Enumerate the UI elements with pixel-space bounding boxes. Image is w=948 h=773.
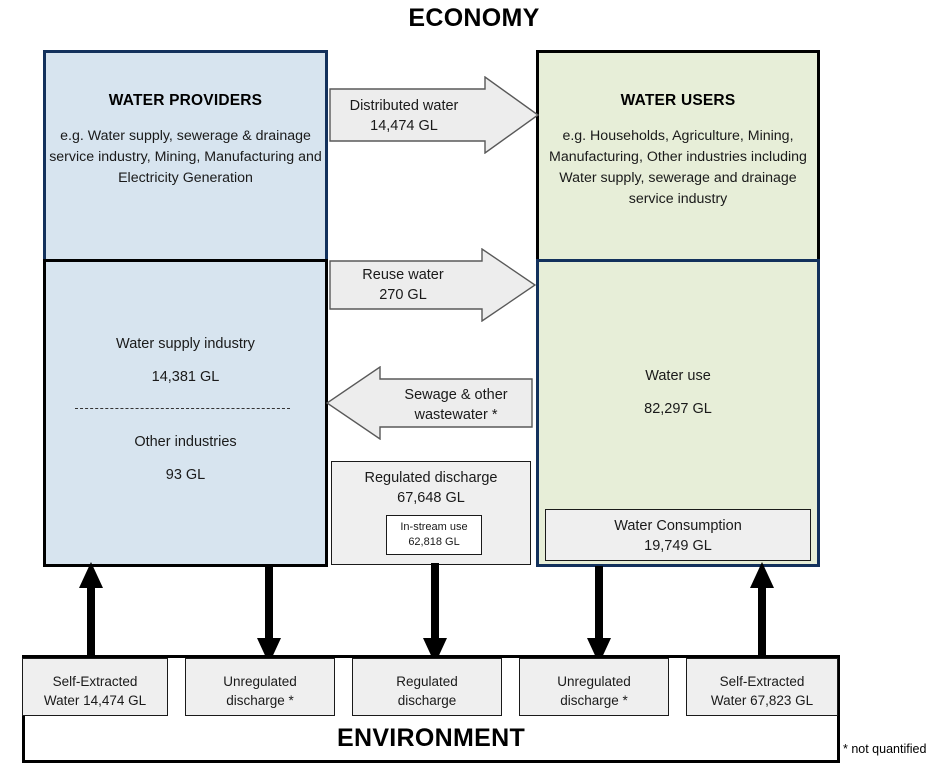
in-stream-use-box: In-stream use 62,818 GL bbox=[386, 515, 482, 555]
unregulated-discharge-providers-connector bbox=[256, 566, 282, 664]
water-supply-industry-label: Water supply industry bbox=[116, 336, 255, 352]
water-supply-industry-value: 14,381 GL bbox=[151, 369, 220, 385]
reuse-water-value-text: 270 GL bbox=[379, 287, 427, 303]
water-use-value: 82,297 GL bbox=[644, 401, 712, 417]
regulated-discharge-label: Regulated discharge bbox=[364, 470, 498, 486]
reuse-water-arrow bbox=[329, 248, 536, 322]
unregulated-discharge-users-connector bbox=[586, 566, 612, 664]
water-use-label: Water use bbox=[645, 368, 711, 384]
env-cell-line2: discharge bbox=[397, 693, 457, 708]
regulated-discharge-value: 67,648 GL bbox=[397, 490, 465, 506]
env-cell-unregulated-discharge-right: Unregulated discharge * bbox=[519, 658, 669, 716]
sewage-wastewater-label: Sewage & other wastewater * bbox=[380, 385, 532, 425]
regulated-discharge-connector bbox=[422, 563, 448, 664]
water-consumption-label: Water Consumption bbox=[614, 518, 742, 534]
env-cell-self-extracted-users: Self-Extracted Water 67,823 GL bbox=[686, 658, 838, 716]
in-stream-use-label: In-stream use bbox=[400, 521, 468, 533]
env-cell-line1: Self-Extracted bbox=[52, 674, 138, 689]
distributed-water-label-text: Distributed water bbox=[349, 98, 459, 114]
env-cell-line1: Unregulated bbox=[223, 674, 297, 689]
distributed-water-value-text: 14,474 GL bbox=[370, 118, 438, 134]
water-providers-description: e.g. Water supply, sewerage & drainage s… bbox=[49, 128, 322, 186]
sewage-wastewater-label-text: Sewage & other bbox=[404, 387, 508, 403]
self-extracted-users-connector bbox=[749, 562, 775, 660]
other-industries-label: Other industries bbox=[134, 434, 237, 450]
water-consumption-value: 19,749 GL bbox=[644, 538, 712, 554]
water-providers-heading: WATER PROVIDERS bbox=[108, 92, 263, 109]
sewage-wastewater-label2-text: wastewater * bbox=[414, 407, 498, 423]
env-cell-self-extracted-providers: Self-Extracted Water 14,474 GL bbox=[22, 658, 168, 716]
regulated-discharge-box: Regulated discharge 67,648 GL bbox=[331, 461, 531, 565]
water-providers-bottom-box bbox=[43, 259, 328, 567]
env-cell-line2: Water 67,823 GL bbox=[710, 693, 814, 708]
env-cell-line1: Unregulated bbox=[557, 674, 631, 689]
water-users-heading: WATER USERS bbox=[620, 92, 736, 109]
distributed-water-arrow bbox=[329, 76, 539, 154]
env-cell-line2: Water 14,474 GL bbox=[43, 693, 147, 708]
distributed-water-label: Distributed water 14,474 GL bbox=[329, 96, 479, 136]
environment-title: ENVIRONMENT bbox=[336, 724, 526, 752]
in-stream-use-value: 62,818 GL bbox=[408, 536, 460, 548]
providers-divider bbox=[75, 408, 290, 409]
env-cell-regulated-discharge: Regulated discharge bbox=[352, 658, 502, 716]
reuse-water-label: Reuse water 270 GL bbox=[329, 265, 477, 305]
water-users-description: e.g. Households, Agriculture, Mining, Ma… bbox=[549, 128, 807, 207]
water-consumption-box: Water Consumption 19,749 GL bbox=[545, 509, 811, 561]
env-cell-line2: discharge * bbox=[226, 693, 294, 708]
env-cell-line2: discharge * bbox=[560, 693, 628, 708]
footnote-not-quantified: * not quantified bbox=[843, 742, 927, 756]
env-cell-line1: Regulated bbox=[396, 674, 458, 689]
water-users-top-box bbox=[536, 50, 820, 261]
self-extracted-providers-connector bbox=[78, 562, 104, 660]
env-cell-line1: Self-Extracted bbox=[719, 674, 805, 689]
water-providers-top-box bbox=[43, 50, 328, 261]
reuse-water-label-text: Reuse water bbox=[362, 267, 444, 283]
sewage-wastewater-arrow bbox=[326, 366, 533, 440]
page-title: ECONOMY bbox=[408, 4, 540, 32]
other-industries-value: 93 GL bbox=[165, 467, 206, 483]
env-cell-unregulated-discharge-left: Unregulated discharge * bbox=[185, 658, 335, 716]
